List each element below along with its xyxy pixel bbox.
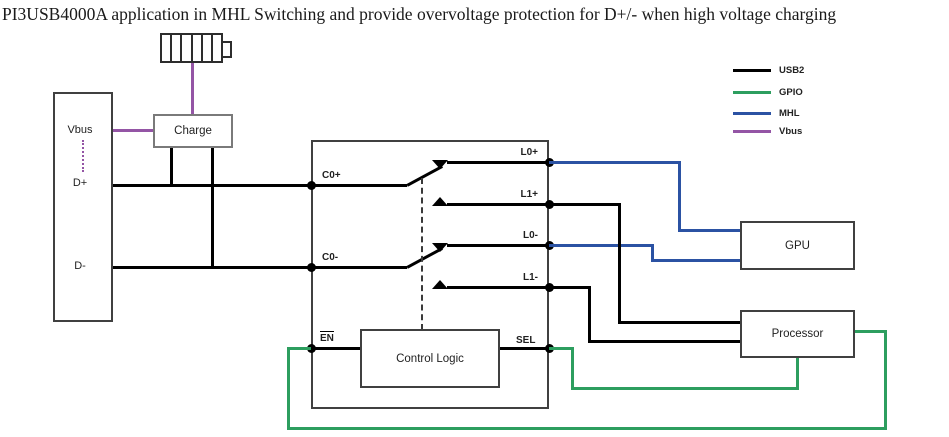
wire-gpio-sel-v2 <box>796 358 799 390</box>
l1-minus-label: L1- <box>523 272 538 283</box>
page-title: PI3USB4000A application in MHL Switching… <box>2 4 837 24</box>
processor-block: Processor <box>740 310 855 358</box>
legend-item-vbus: Vbus <box>733 125 802 137</box>
vbus-pin-label: Vbus <box>67 124 93 136</box>
wire-vbus-battery-drop <box>191 63 194 114</box>
battery-cell <box>172 35 183 61</box>
wire-mhl-l0m-v <box>651 244 654 262</box>
pin-dot-en <box>307 344 316 353</box>
gpu-block: GPU <box>740 221 855 270</box>
wire-en-stub <box>311 347 360 350</box>
wire-mhl-l0m-h1 <box>549 244 654 247</box>
battery-icon <box>160 33 223 63</box>
wire-c0-plus-stub <box>311 184 407 187</box>
wire-gpio-sel-h2 <box>571 387 799 390</box>
legend-item-mhl: MHL <box>733 107 800 119</box>
usb2-line-swatch <box>733 68 771 72</box>
c0-plus-label: C0+ <box>322 170 341 181</box>
charge-block: Charge <box>153 114 233 148</box>
wire-gpio-sel-v1 <box>571 347 574 390</box>
wire-l0-plus-stub <box>447 161 549 164</box>
processor-label: Processor <box>771 328 824 340</box>
wire-l1-minus-stub <box>447 286 549 289</box>
wire-mhl-l0m-h2 <box>651 259 740 262</box>
legend-label: USB2 <box>779 64 805 76</box>
wire-usb2-l1m-v <box>588 286 591 343</box>
wire-mhl-l0p-v <box>678 161 681 232</box>
en-label: EN <box>320 331 334 344</box>
wire-l1-plus-stub <box>447 203 549 206</box>
contact-arrow-l0-plus <box>432 160 448 169</box>
battery-terminal <box>223 41 232 58</box>
wire-usb2-l1p-v <box>618 203 621 324</box>
l1-plus-label: L1+ <box>520 189 538 200</box>
wire-gpio-en-v <box>287 347 290 430</box>
wire-vbus-dotted <box>82 140 84 172</box>
control-logic-block: Control Logic <box>360 329 500 388</box>
d-minus-pin-label: D- <box>74 260 86 272</box>
pin-dot-c0-minus <box>307 263 316 272</box>
l0-plus-label: L0+ <box>520 147 538 158</box>
wire-usb2-l1m-h1 <box>549 286 591 289</box>
battery-cell <box>162 35 173 61</box>
battery-cell <box>213 35 221 61</box>
vbus-line-swatch <box>733 129 771 133</box>
legend-label: Vbus <box>779 125 803 137</box>
wire-c0-minus-stub <box>311 266 407 269</box>
wire-gpio-bottom <box>287 427 887 430</box>
switch-gang-dashed-line <box>421 178 423 330</box>
legend-label: GPIO <box>779 86 803 98</box>
legend-item-gpio: GPIO <box>733 86 803 98</box>
wire-charge-dplus <box>170 148 173 187</box>
gpu-label: GPU <box>785 239 810 252</box>
wire-usb2-l1p-h1 <box>549 203 621 206</box>
battery-cell <box>193 35 203 61</box>
contact-arrow-l0-minus <box>432 243 448 252</box>
d-plus-pin-label: D+ <box>72 177 88 189</box>
battery-cell <box>182 35 193 61</box>
sel-label: SEL <box>516 335 536 346</box>
contact-arrow-l1-plus <box>432 197 448 206</box>
contact-arrow-l1-minus <box>432 280 448 289</box>
mhl-line-swatch <box>733 111 771 115</box>
wire-usb2-l1p-h2 <box>618 321 740 324</box>
wire-vbus-to-charge <box>113 129 153 132</box>
l0-minus-label: L0- <box>523 230 538 241</box>
wire-mhl-l0p-h1 <box>549 161 681 164</box>
legend-label: MHL <box>779 107 800 119</box>
wire-mhl-l0p-h2 <box>678 229 740 232</box>
c0-minus-label: C0- <box>322 252 339 263</box>
wire-gpio-right-v <box>884 330 887 430</box>
legend-item-usb2: USB2 <box>733 64 804 76</box>
charge-label: Charge <box>174 125 212 137</box>
wire-gpio-processor-h <box>855 330 887 333</box>
battery-cell <box>203 35 213 61</box>
wire-gpio-sel-h1 <box>549 347 574 350</box>
pin-dot-c0-plus <box>307 181 316 190</box>
wire-charge-dminus <box>211 148 214 269</box>
wire-l0-minus-stub <box>447 244 549 247</box>
control-logic-label: Control Logic <box>396 352 464 365</box>
wire-sel-stub <box>500 347 549 350</box>
wire-gpio-en-h <box>287 347 311 350</box>
usb-connector-block <box>53 92 113 322</box>
gpio-line-swatch <box>733 90 771 94</box>
en-label-text: EN <box>320 331 334 344</box>
wire-usb2-l1m-h2 <box>588 340 740 343</box>
